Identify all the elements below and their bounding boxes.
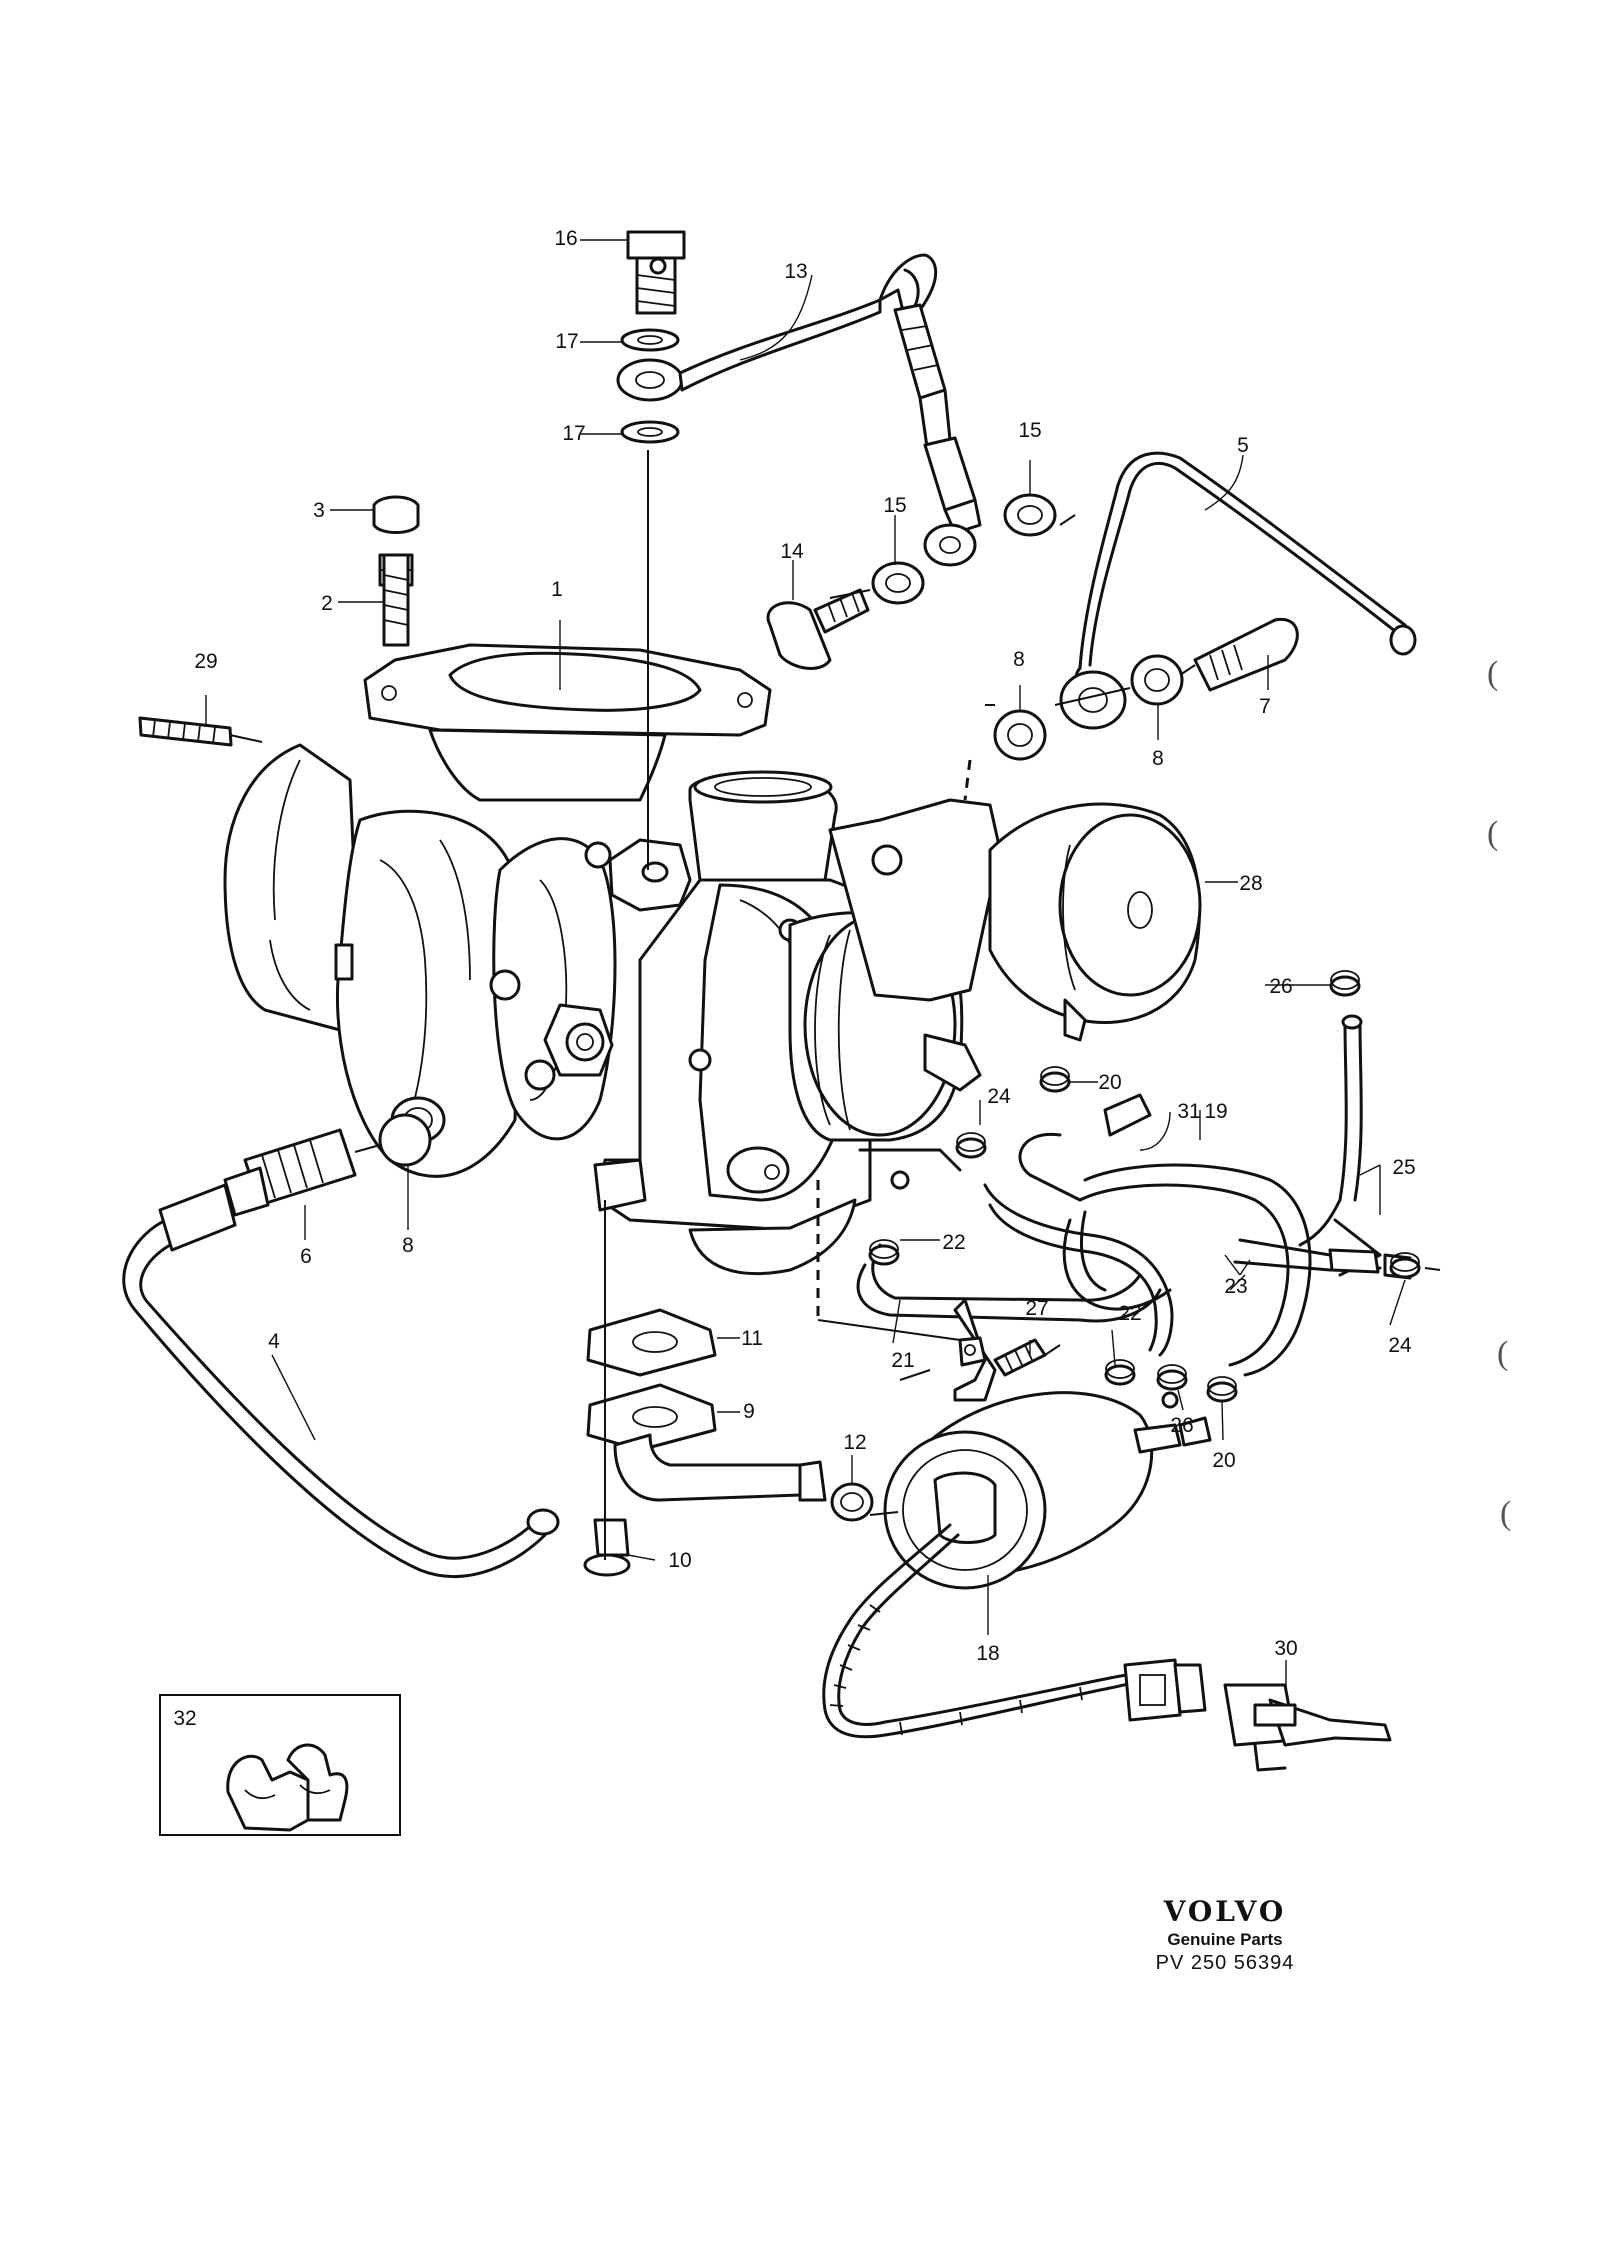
volvo-logo: VOLVO — [1163, 1895, 1287, 1928]
callout-8-upper: 8 — [1013, 648, 1025, 671]
callout-8-lower: 8 — [402, 1234, 414, 1257]
part-shapes — [122, 230, 1441, 1832]
margin-mark-1: ( — [1487, 655, 1499, 692]
callout-26-upper: 26 — [1269, 975, 1292, 998]
oring-axis — [869, 1511, 899, 1516]
inset-label: 32 — [173, 1707, 196, 1730]
callout-7: 7 — [1259, 695, 1271, 718]
callout-17-upper: 17 — [555, 330, 578, 353]
callout-20-lower: 20 — [1212, 1449, 1235, 1472]
banjo-bolt-14 — [766, 493, 1057, 670]
callout-5: 5 — [1237, 434, 1249, 457]
callout-11: 11 — [741, 1327, 763, 1350]
callout-19: 19 — [1204, 1100, 1227, 1123]
callout-24-lower: 24 — [1388, 1334, 1412, 1357]
brand-block: VOLVO Genuine Parts PV 250 56394 — [1130, 1895, 1320, 1975]
stud30-axis — [229, 734, 263, 743]
callout-13: 13 — [784, 260, 807, 283]
leader-lines — [205, 239, 1406, 1690]
callout-22-lower: 22 — [1118, 1302, 1141, 1325]
margin-mark-4: ( — [1500, 1495, 1512, 1532]
callout-29: 30 — [1274, 1637, 1297, 1660]
drawing-number: PV 250 56394 — [1155, 1952, 1295, 1974]
callout-labels: 16 17 17 13 3 2 1 29 14 15 15 5 8 8 7 28… — [194, 227, 1415, 1665]
oil-feed-assembly — [616, 230, 982, 567]
oil-return-pipe — [993, 451, 1417, 761]
misc-axis — [1044, 1267, 1441, 1356]
callout-16: 16 — [554, 227, 577, 250]
oil-inlet-boss — [584, 838, 692, 912]
callout-26-lower: 26 — [1170, 1414, 1193, 1437]
callout-17-lower: 17 — [562, 422, 585, 445]
callout-9: 9 — [743, 1400, 755, 1423]
callout-31: 31 — [1177, 1100, 1200, 1123]
callout-18: 18 — [976, 1642, 999, 1665]
callout-3: 3 — [313, 499, 325, 522]
oil-pipe-4 — [122, 1113, 560, 1579]
hose-clamps — [868, 970, 1421, 1403]
washer-tick — [1059, 514, 1076, 526]
fitting-axis — [354, 1144, 381, 1153]
oil-drain-assembly — [583, 1308, 874, 1577]
center-housing — [489, 837, 617, 1141]
sensor-axis-3 — [899, 1369, 931, 1381]
callout-4: 4 — [268, 1330, 280, 1353]
bypass-valve — [828, 798, 1202, 1042]
margin-mark-2: ( — [1487, 815, 1499, 852]
callout-23: 23 — [1224, 1275, 1247, 1298]
callout-30: 29 — [194, 650, 217, 673]
inset-clip — [226, 1743, 349, 1832]
callout-8-right: 8 — [1152, 747, 1164, 770]
genuine-parts-caption: Genuine Parts — [1167, 1930, 1283, 1949]
wiring-harness — [822, 1523, 1392, 1772]
callout-25: 25 — [1392, 1156, 1415, 1179]
callout-2: 2 — [321, 592, 333, 615]
callout-1: 1 — [551, 578, 563, 601]
callout-14: 14 — [780, 540, 804, 563]
turbine-housing — [223, 743, 522, 1178]
callout-22-upper: 22 — [942, 1231, 965, 1254]
callout-10: 10 — [668, 1549, 691, 1572]
bolt14-axis — [829, 589, 871, 599]
stud-30 — [138, 716, 233, 747]
oil-return-axis — [1054, 664, 1196, 706]
sensor-axis-2 — [817, 1319, 961, 1341]
exhaust-flange — [363, 643, 772, 802]
callout-28: 28 — [1239, 872, 1262, 895]
callout-21: 21 — [891, 1349, 914, 1372]
boost-sensor — [883, 1298, 1212, 1590]
callout-6: 6 — [300, 1245, 312, 1268]
stud-and-nut — [372, 495, 420, 647]
callout-24-upper: 24 — [987, 1085, 1011, 1108]
callout-12: 12 — [843, 1431, 866, 1454]
axis-line-oil-return — [963, 759, 972, 801]
margin-mark-3: ( — [1497, 1335, 1509, 1372]
callout-27: 27 — [1025, 1297, 1048, 1320]
callout-20-upper: 20 — [1098, 1071, 1121, 1094]
inset-box: 32 — [159, 1694, 401, 1836]
callout-15-lower: 15 — [883, 494, 906, 517]
callout-15-upper: 15 — [1018, 419, 1041, 442]
